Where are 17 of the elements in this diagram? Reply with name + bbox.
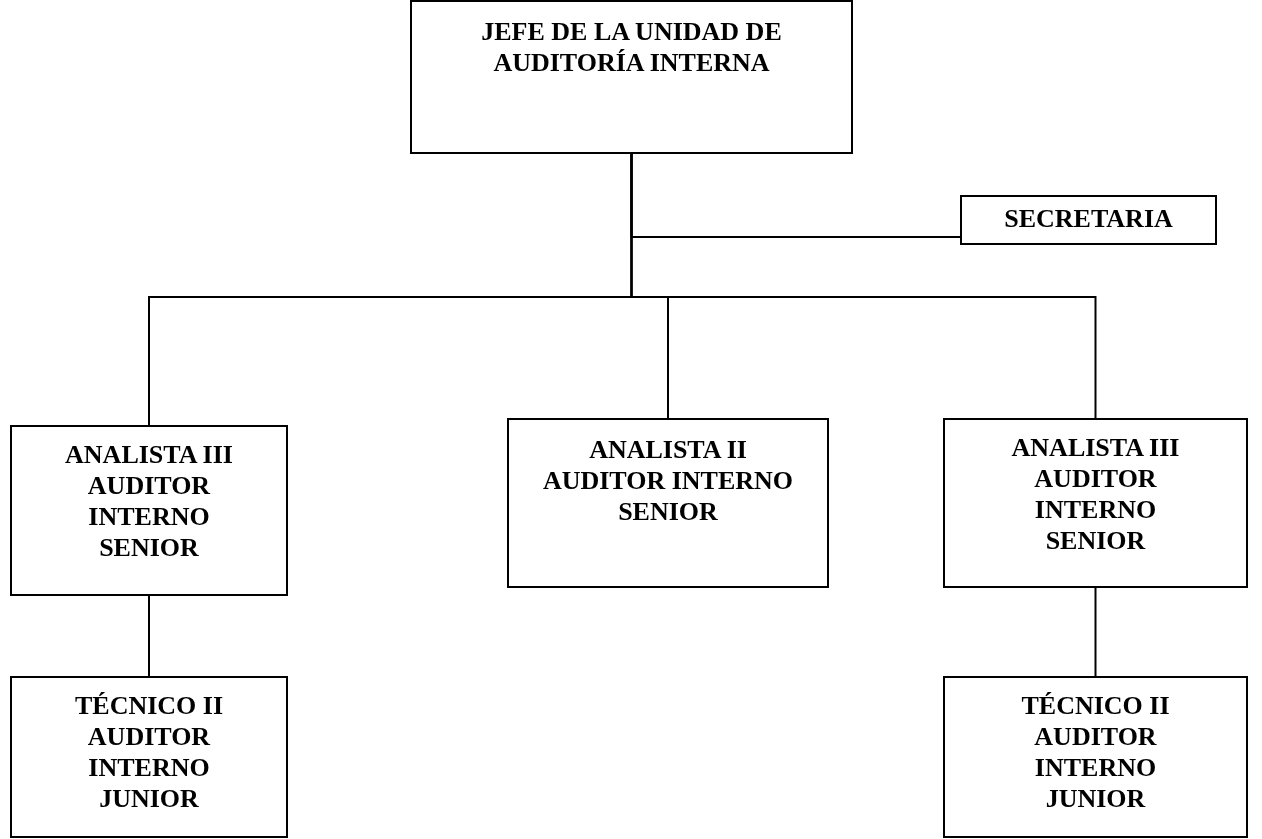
position-box <box>943 676 1248 838</box>
position-box <box>507 418 829 588</box>
position-box <box>10 425 288 596</box>
connector-line <box>148 595 150 677</box>
position-box <box>410 0 853 154</box>
position-title: TÉCNICO II AUDITOR INTERNO JUNIOR <box>73 690 225 814</box>
position-title: ANALISTA II AUDITOR INTERNO SENIOR <box>541 434 795 527</box>
position-box <box>960 195 1217 245</box>
position-title: ANALISTA III AUDITOR INTERNO SENIOR <box>1010 432 1181 556</box>
position-title: JEFE DE LA UNIDAD DE AUDITORÍA INTERNA <box>480 16 783 78</box>
position-title: SECRETARIA <box>1004 203 1173 234</box>
connector-line <box>630 153 1097 419</box>
position-title: ANALISTA III AUDITOR INTERNO SENIOR <box>64 439 234 563</box>
position-box <box>943 418 1248 588</box>
position-title: TÉCNICO II AUDITOR INTERNO JUNIOR <box>1020 690 1171 814</box>
connector-line <box>1094 587 1097 677</box>
position-box <box>10 676 288 838</box>
